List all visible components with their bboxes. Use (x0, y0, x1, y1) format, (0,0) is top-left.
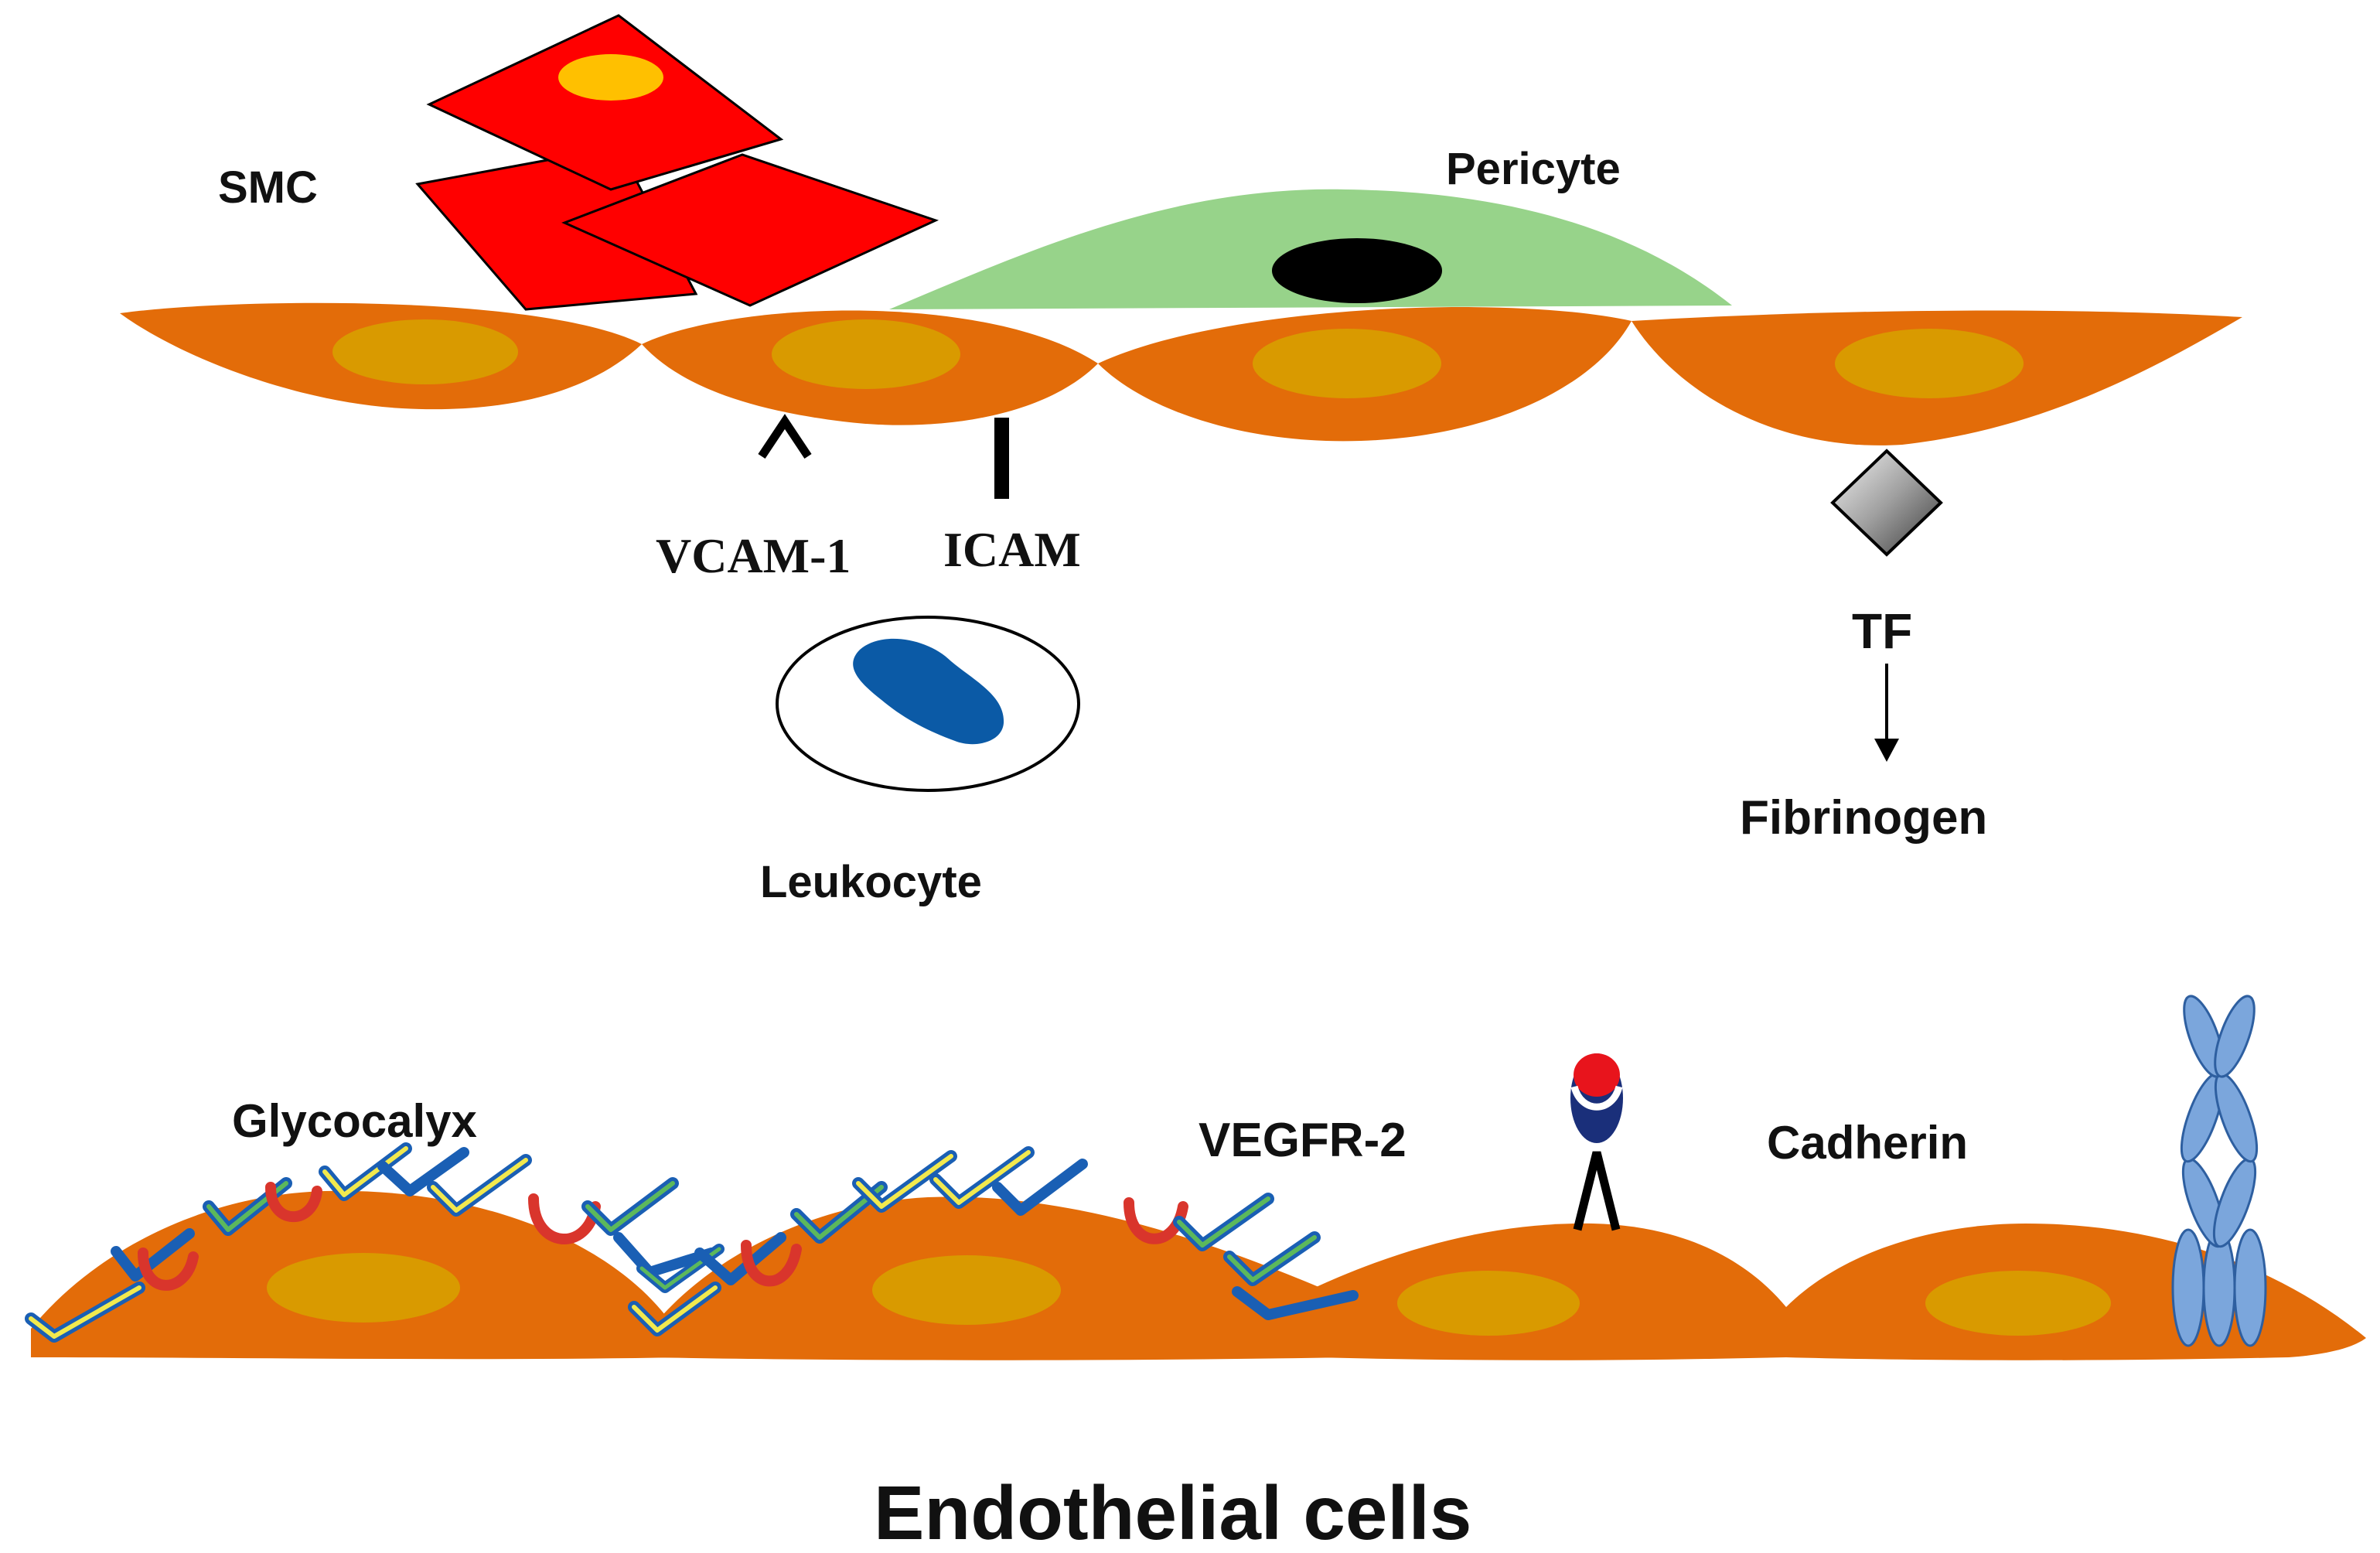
top-endothelium (120, 302, 2242, 445)
leukocyte-cell (776, 616, 1080, 792)
vegfr-receptor (1570, 1053, 1623, 1231)
leukocyte-nucleus (853, 638, 1004, 745)
icam-label: ICAM (943, 522, 1081, 577)
vegfr-label: VEGFR-2 (1199, 1114, 1407, 1167)
glyco-hook-red (528, 1193, 601, 1245)
smc-nucleus (558, 54, 663, 101)
smc-cells (415, 14, 939, 311)
glyco-hook-red (265, 1182, 322, 1223)
tf-diamond (1830, 449, 1943, 557)
pericyte-nucleus (1272, 238, 1442, 303)
cadherin-label: Cadherin (1767, 1117, 1968, 1169)
glycocalyx-label: Glycocalyx (232, 1095, 477, 1147)
leukocyte-label: Leukocyte (760, 857, 982, 907)
endothelial-nucleus (1253, 329, 1441, 398)
cadherin-protein (2171, 995, 2267, 1347)
glycocalyx-layer (25, 1142, 1359, 1343)
vcam-marker (758, 414, 812, 459)
diagram-title: Endothelial cells (874, 1470, 1471, 1553)
endothelial-nucleus (1397, 1271, 1580, 1336)
glyco-check-blue (377, 1147, 469, 1196)
endothelial-nucleus (332, 319, 518, 384)
smc-cell-1 (426, 14, 784, 191)
endothelial-nucleus (872, 1255, 1061, 1325)
tf-label: TF (1852, 603, 1912, 659)
bottom-endothelium (31, 1190, 2366, 1360)
glyco-check-blue (992, 1159, 1088, 1216)
endothelial-nucleus (1835, 329, 2024, 398)
glyco-hook-red (138, 1248, 199, 1291)
fibrinogen-label: Fibrinogen (1740, 791, 1987, 845)
endothelial-nucleus (1925, 1271, 2111, 1336)
glyco-hook-red (741, 1240, 802, 1287)
vcam-label: VCAM-1 (656, 528, 851, 583)
pericyte-label: Pericyte (1446, 144, 1621, 194)
endothelial-nucleus (267, 1253, 460, 1323)
icam-marker (994, 418, 1009, 499)
glyco-check-blue (111, 1228, 195, 1282)
glyco-check-blue (694, 1232, 786, 1285)
smc-label: SMC (218, 162, 318, 213)
smc-cell-3 (561, 153, 939, 307)
endothelial-nucleus (772, 319, 960, 389)
arrow-head (1874, 739, 1899, 762)
glyco-check-blue (1232, 1286, 1359, 1320)
pericyte-cell (889, 189, 1732, 309)
